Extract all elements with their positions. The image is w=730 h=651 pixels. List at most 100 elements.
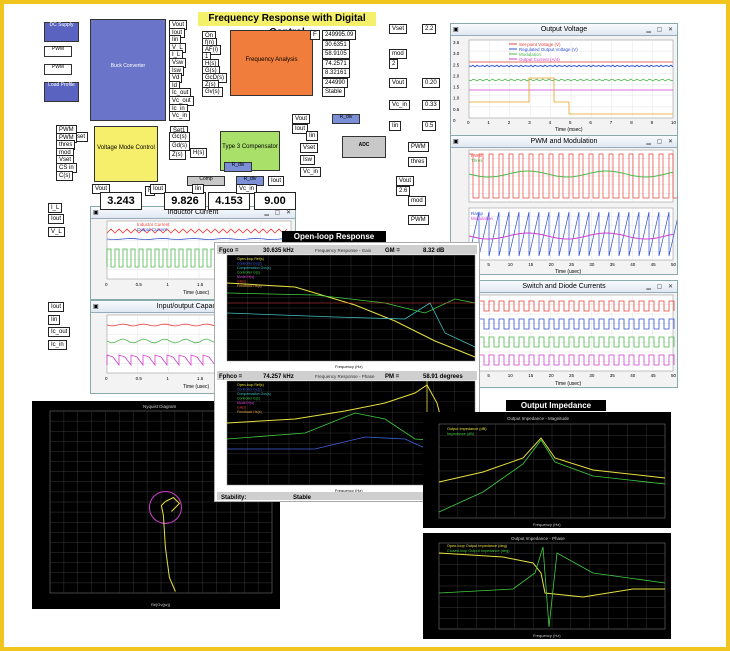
display-label-3[interactable]: Vc_in (236, 184, 258, 194)
window-icon: ▣ (93, 210, 99, 216)
header-bar (217, 245, 477, 254)
vset-tag-mid[interactable]: Vset (300, 143, 319, 153)
vout-right-val: 0.20 (422, 78, 440, 88)
window-icon: ▣ (93, 304, 99, 310)
freq-analysis-block[interactable]: Frequency Analysis (230, 30, 313, 96)
legend-label: Model H(s) (237, 401, 254, 405)
vout-adc-tag[interactable]: Vout (292, 114, 311, 124)
left-tag-2[interactable]: V_L (48, 227, 65, 237)
left-tag-6[interactable]: Ic_in (48, 340, 67, 350)
window-icon: ▣ (453, 139, 459, 145)
source-pwm-2[interactable]: PWM (44, 64, 72, 75)
buck-converter-block[interactable]: Buck Converter (90, 19, 166, 121)
buck-port-vc_in[interactable]: Vc_in (169, 111, 191, 122)
zm-open (438, 437, 666, 483)
inductor-title: Inductor Current (167, 209, 219, 216)
xtick: 9 (651, 120, 654, 125)
modulation-line (468, 232, 674, 240)
xtick: 40 (630, 373, 636, 378)
pwm-right[interactable]: PWM (408, 142, 429, 152)
left-tag-1[interactable]: Iout (48, 214, 65, 224)
source-load-profile[interactable]: Load Profile (44, 82, 79, 102)
rdiv-block-bottom[interactable]: R_div (224, 162, 252, 172)
fa-f-tag[interactable]: F (310, 30, 320, 40)
left-tag-0[interactable]: I_L (48, 203, 63, 213)
xlabel: Time (usec) (555, 269, 582, 275)
fa-out-value-1[interactable]: 30.6351 (322, 39, 350, 50)
iout-adc-tag[interactable]: Iout (292, 124, 309, 134)
thres-right[interactable]: thres (408, 157, 428, 167)
window-controls-icon[interactable]: ▁ ▢ ✕ (646, 139, 675, 145)
fa-out-value-5[interactable]: 244990 (322, 77, 349, 88)
current-line-0 (468, 300, 675, 312)
window-controls-icon[interactable]: ▁ ▢ ✕ (646, 284, 675, 290)
buck-title: Buck Converter (110, 63, 146, 69)
profile-line (469, 77, 673, 115)
vout2-right[interactable]: Vout (396, 176, 415, 186)
voltage-mode-control-block[interactable]: Voltage Mode Control (94, 126, 158, 182)
legend-label: Controller Gc(s) (237, 262, 262, 266)
left-tag-3[interactable]: Iout (48, 302, 65, 312)
xtick: 0 (105, 282, 108, 287)
xtick: 20 (549, 373, 555, 378)
xlabel: Frequency (Hz) (335, 488, 363, 493)
xtick: 4 (549, 120, 552, 125)
mod-right[interactable]: mod (389, 49, 407, 59)
window-controls-icon[interactable]: ▁ ▢ ✕ (646, 27, 675, 33)
legend-label: Set-point Voltage (V) (519, 42, 561, 47)
fa-out-value-2[interactable]: 58.9105 (322, 49, 350, 59)
header-bar (217, 371, 477, 380)
stability-value: Stable (293, 495, 312, 501)
xtick: 10 (671, 120, 677, 125)
fa-out-value-3[interactable]: 74.2571 (322, 58, 350, 69)
xlabel: Time (usec) (183, 384, 210, 390)
fa-in-port-2[interactable]: AF(i) (202, 45, 221, 55)
legend-label: Output Current (A/4) (519, 57, 560, 62)
legend-label: Feedback Hs(s) (237, 284, 262, 288)
f-value: 74.257 kHz (263, 374, 294, 380)
xtick: 20 (549, 262, 555, 267)
vset-right[interactable]: Vset (389, 24, 408, 34)
buck-tf-port-2[interactable]: Z(s) (169, 150, 186, 160)
freq-control-heading: Frequency Response with Digital Control (198, 12, 376, 38)
vc-in-right[interactable]: Vc_in (389, 100, 411, 110)
rdiv-block-top[interactable]: R_div (332, 114, 360, 124)
unit-circle (148, 490, 182, 524)
fa-out-value-4[interactable]: 8.32161 (322, 68, 350, 78)
comp-block[interactable]: Comp (187, 176, 225, 186)
fa-in-port-8[interactable]: Gv(s) (202, 87, 223, 97)
thres-line (468, 170, 674, 178)
iin-adc-tag[interactable]: Iin (306, 131, 319, 141)
xtick: 50 (671, 262, 677, 267)
vm-in-tag-6[interactable]: C(s) (56, 170, 74, 181)
h-tag[interactable]: H(s) (190, 148, 208, 158)
legend-label: Open-loop Ref(s) (237, 383, 264, 387)
legend-label: Compensation Gvs(s) (237, 392, 271, 396)
fa-out-value-6[interactable]: Stable (322, 87, 346, 97)
pwm2-right[interactable]: PWM (408, 215, 429, 225)
source-pwm-1[interactable]: PWM (44, 46, 72, 57)
display-label-1[interactable]: Iout (150, 184, 167, 194)
xtick: 10 (508, 262, 514, 267)
vc-in-adc-tag[interactable]: Vc_in (300, 167, 322, 177)
fa-out-value-0[interactable]: 249995.09 (322, 30, 357, 40)
switch-diode-window[interactable]: ▣Switch and Diode Currents▁ ▢ ✕ 05101520… (450, 280, 678, 388)
switch-diode-title: Switch and Diode Currents (522, 283, 606, 290)
left-tag-4[interactable]: Iin (48, 315, 61, 325)
left-tag-5[interactable]: Ic_out (48, 327, 71, 337)
iout-tag-mid[interactable]: Iout (268, 176, 285, 186)
ramp-line (468, 211, 677, 257)
adc-block[interactable]: ADC (342, 136, 386, 158)
current-line-1 (468, 318, 675, 330)
display-label-2[interactable]: Iin (192, 184, 205, 194)
m-value: 8.32 dB (423, 248, 445, 254)
vout-right[interactable]: Vout (389, 78, 408, 88)
window-controls-icon[interactable]: ▁ ▢ ✕ (264, 210, 293, 216)
source-dc-supply[interactable]: DC Supply (44, 22, 79, 42)
isw-tag[interactable]: Isw (300, 155, 315, 165)
iin-right[interactable]: Iin (389, 121, 402, 131)
mod2-right[interactable]: mod (408, 196, 426, 206)
